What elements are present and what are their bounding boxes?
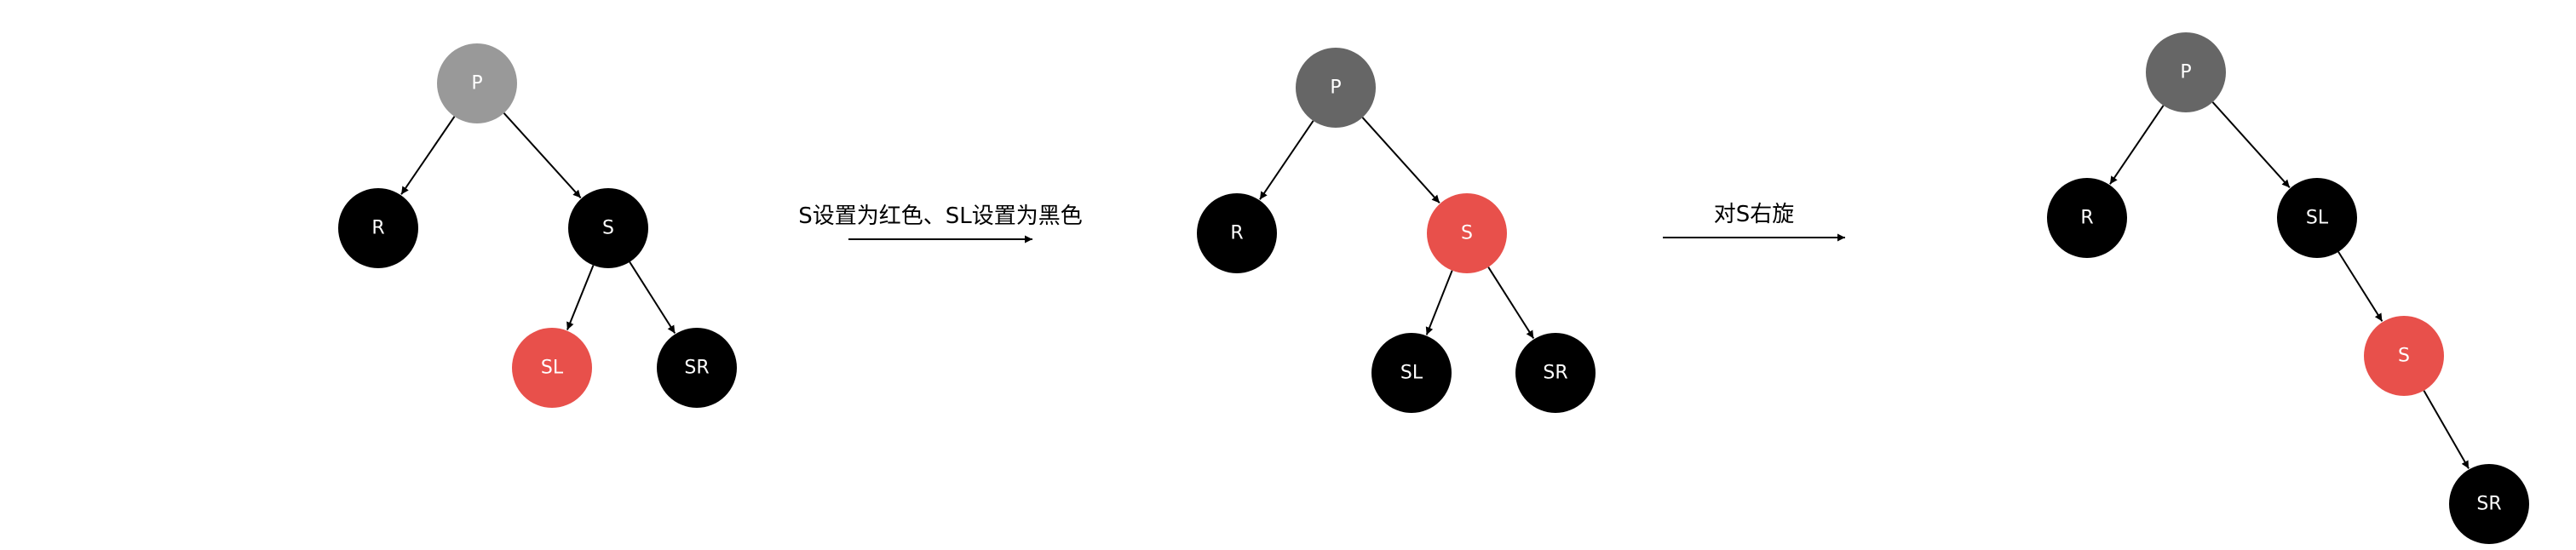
tree-node-s: S	[1427, 193, 1507, 273]
transition-label: 对S右旋	[1714, 202, 1795, 227]
node-label: SL	[541, 358, 564, 379]
tree-node-r: R	[2047, 178, 2127, 258]
node-circle	[512, 328, 592, 408]
node-circle	[657, 328, 737, 408]
edge-s-to-sr	[1487, 266, 1535, 339]
node-circle	[2449, 464, 2529, 544]
tree-node-s: S	[2364, 316, 2444, 396]
node-label: P	[2180, 62, 2191, 83]
node-label: R	[1230, 223, 1243, 244]
node-circle	[568, 188, 648, 268]
edge-p-to-s	[503, 112, 582, 199]
node-circle	[1427, 193, 1507, 273]
node-label: S	[1461, 223, 1473, 244]
tree-node-sr: SR	[657, 328, 737, 408]
tree-stages: P R S SL SR P R S SL SR P R SL S SR	[338, 32, 2529, 544]
node-circle	[2146, 32, 2226, 112]
node-label: P	[1330, 77, 1341, 99]
node-label: SL	[1400, 363, 1423, 384]
node-label: R	[2080, 208, 2093, 229]
edge-s-to-sr	[2423, 390, 2470, 469]
node-label: SR	[684, 358, 709, 379]
node-circle	[338, 188, 418, 268]
tree-node-p: P	[2146, 32, 2226, 112]
edge-s-to-sl	[1425, 270, 1453, 335]
edge-p-to-sl	[2211, 101, 2291, 189]
node-circle	[1515, 333, 1596, 413]
tree-node-sr: SR	[2449, 464, 2529, 544]
node-circle	[1371, 333, 1452, 413]
tree-stage-1: P R S SL SR	[338, 43, 737, 408]
edge-p-to-r	[1259, 120, 1314, 200]
tree-node-sl: SL	[1371, 333, 1452, 413]
edge-p-to-s	[1361, 117, 1440, 204]
edge-p-to-r	[2109, 105, 2165, 185]
tree-stage-2: P R S SL SR	[1197, 48, 1596, 413]
node-label: SL	[2306, 208, 2329, 229]
tree-node-r: R	[338, 188, 418, 268]
transition-step-1: S设置为红色、SL设置为黑色	[798, 203, 1083, 243]
tree-node-p: P	[1296, 48, 1376, 128]
node-label: SR	[2476, 494, 2501, 515]
node-circle	[2277, 178, 2357, 258]
transition-label: S设置为红色、SL设置为黑色	[798, 203, 1083, 229]
edge-s-to-sl	[566, 265, 595, 330]
edge-s-to-sr	[629, 261, 676, 334]
tree-node-sr: SR	[1515, 333, 1596, 413]
tree-node-p: P	[437, 43, 517, 123]
tree-node-sl: SL	[2277, 178, 2357, 258]
node-label: R	[371, 218, 384, 239]
node-circle	[1296, 48, 1376, 128]
node-circle	[2364, 316, 2444, 396]
transition-step-2: 对S右旋	[1663, 202, 1845, 242]
node-label: S	[602, 218, 614, 239]
node-label: P	[471, 73, 482, 95]
node-label: S	[2398, 346, 2410, 367]
node-circle	[437, 43, 517, 123]
node-circle	[2047, 178, 2127, 258]
tree-node-sl: SL	[512, 328, 592, 408]
node-circle	[1197, 193, 1277, 273]
transition-arrows: S设置为红色、SL设置为黑色 对S右旋	[798, 202, 1845, 243]
tree-node-s: S	[568, 188, 648, 268]
tree-node-r: R	[1197, 193, 1277, 273]
edge-sl-to-s	[2337, 251, 2383, 322]
edge-p-to-r	[400, 116, 456, 195]
node-label: SR	[1543, 363, 1567, 384]
tree-stage-3: P R SL S SR	[2047, 32, 2529, 544]
